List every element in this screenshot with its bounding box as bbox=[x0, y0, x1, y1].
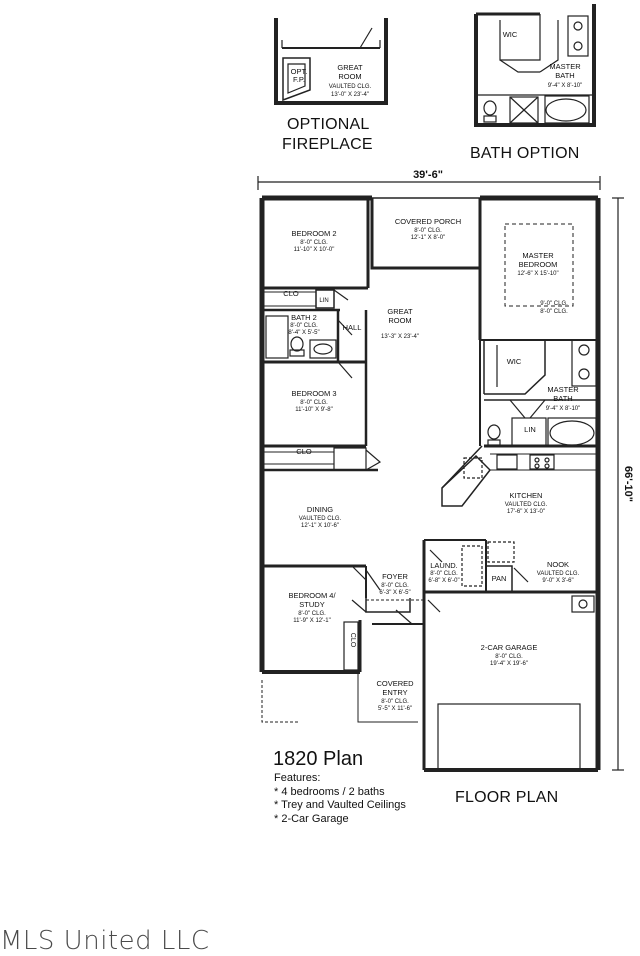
lin-label-1: LIN bbox=[319, 298, 328, 304]
dining-name: DINING bbox=[307, 505, 333, 514]
features-list: Features: * 4 bedrooms / 2 baths * Trey … bbox=[274, 772, 406, 826]
fp-great-room-name-2: ROOM bbox=[338, 72, 361, 81]
foyer-name: FOYER bbox=[382, 572, 408, 581]
pan-label: PAN bbox=[492, 574, 507, 583]
master-bedroom-ceiling-1: 9'-0" CLG. bbox=[540, 301, 568, 307]
inset-master-bath-name-2: BATH bbox=[555, 71, 574, 80]
covered-entry-name-2: ENTRY bbox=[382, 688, 407, 697]
clo-label-2: CLO bbox=[296, 447, 312, 456]
laund-size: 6'-8" X 6'-0" bbox=[428, 578, 459, 584]
width-dimension-label: 39'-6" bbox=[413, 169, 443, 181]
width-dimension bbox=[257, 176, 601, 190]
kitchen-ceiling: VAULTED CLG. bbox=[505, 502, 548, 508]
bedroom2-size: 11'-10" X 10'-0" bbox=[294, 247, 335, 253]
optional-fireplace-title-1: OPTIONAL bbox=[287, 116, 370, 133]
bath2-ceiling: 8'-0" CLG. bbox=[290, 323, 318, 329]
bath-option-inset bbox=[474, 4, 596, 127]
inset-master-bath-name-1: MASTER bbox=[549, 62, 581, 71]
features-heading: Features: bbox=[274, 772, 321, 784]
fp-great-room-ceiling: VAULTED CLG. bbox=[329, 84, 372, 90]
bath2-name: BATH 2 bbox=[291, 313, 317, 322]
kitchen-size: 17'-6" X 13'-0" bbox=[507, 509, 545, 515]
bath-option-title: BATH OPTION bbox=[470, 145, 580, 162]
great-room-size: 13'-3" X 23'-4" bbox=[381, 334, 419, 340]
bedroom3-size: 11'-10" X 9'-8" bbox=[295, 407, 332, 413]
feature-item: * Trey and Vaulted Ceilings bbox=[274, 799, 406, 811]
depth-dimension bbox=[612, 197, 624, 771]
dining-ceiling: VAULTED CLG. bbox=[299, 516, 342, 522]
inset-wic-label: WIC bbox=[503, 30, 518, 39]
garage-ceiling: 8'-0" CLG. bbox=[495, 654, 523, 660]
depth-dimension-label: 66'-10" bbox=[622, 466, 634, 502]
floor-plan-walls bbox=[259, 195, 601, 772]
bedroom4-size: 11'-9" X 12'-1" bbox=[293, 618, 330, 624]
bedroom4-name-1: BEDROOM 4/ bbox=[288, 591, 336, 600]
feature-item: * 4 bedrooms / 2 baths bbox=[274, 785, 385, 798]
covered-entry-name-1: COVERED bbox=[376, 679, 414, 688]
covered-entry-ceiling: 8'-0" CLG. bbox=[381, 699, 409, 705]
bath2-size: 8'-4" X 5'-5" bbox=[288, 330, 319, 336]
kitchen-name: KITCHEN bbox=[510, 491, 543, 500]
great-room-name-1: GREAT bbox=[387, 307, 413, 316]
fp-great-room-name-1: GREAT bbox=[337, 63, 363, 72]
bedroom4-name-2: STUDY bbox=[299, 600, 324, 609]
nook-ceiling: VAULTED CLG. bbox=[537, 571, 580, 577]
clo-label-3: CLO bbox=[349, 633, 356, 648]
covered-entry-size: 5'-5" X 11'-6" bbox=[378, 706, 412, 712]
covered-porch-name: COVERED PORCH bbox=[395, 217, 461, 226]
great-room-name-2: ROOM bbox=[388, 316, 411, 325]
inset-master-bath-size: 9'-4" X 8'-10" bbox=[548, 83, 583, 89]
lin-label-2: LIN bbox=[524, 425, 536, 434]
floor-plan-label: FLOOR PLAN bbox=[455, 789, 559, 806]
bedroom4-ceiling: 8'-0" CLG. bbox=[298, 611, 326, 617]
foyer-size: 6'-3" X 6'-5" bbox=[379, 590, 410, 596]
master-wic-label: WIC bbox=[507, 357, 522, 366]
master-bedroom-size: 12'-6" X 15'-10" bbox=[517, 271, 558, 277]
optional-fireplace-inset bbox=[274, 18, 388, 105]
bedroom3-name: BEDROOM 3 bbox=[291, 389, 336, 398]
fp-great-room-size: 13'-0" X 23'-4" bbox=[331, 92, 369, 98]
bedroom2-name: BEDROOM 2 bbox=[291, 229, 336, 238]
bedroom2-ceiling: 8'-0" CLG. bbox=[300, 240, 328, 246]
laund-ceiling: 8'-0" CLG. bbox=[430, 571, 458, 577]
master-bath-name-1: MASTER bbox=[547, 385, 579, 394]
garage-name: 2-CAR GARAGE bbox=[481, 643, 538, 652]
foyer-ceiling: 8'-0" CLG. bbox=[381, 583, 409, 589]
watermark: MLS United LLC bbox=[0, 926, 210, 956]
dining-size: 12'-1" X 10'-6" bbox=[301, 523, 339, 529]
covered-porch-ceiling: 8'-0" CLG. bbox=[414, 228, 442, 234]
master-bedroom-name-2: BEDROOM bbox=[519, 260, 558, 269]
laund-name: LAUND. bbox=[430, 561, 458, 570]
garage-size: 19'-4" X 19'-6" bbox=[490, 661, 528, 667]
nook-name: NOOK bbox=[547, 560, 569, 569]
master-bath-name-2: BATH bbox=[553, 394, 572, 403]
bedroom3-ceiling: 8'-0" CLG. bbox=[300, 400, 328, 406]
master-bedroom-name-1: MASTER bbox=[522, 251, 554, 260]
opt-fp-label-2: F.P. bbox=[293, 75, 305, 84]
clo-label-1: CLO bbox=[283, 289, 299, 298]
covered-porch-size: 12'-1" X 8'-0" bbox=[411, 235, 446, 241]
master-bedroom-ceiling-2: 8'-0" CLG. bbox=[540, 309, 568, 315]
optional-fireplace-title-2: FIREPLACE bbox=[282, 136, 373, 153]
opt-fp-label-1: OPT. bbox=[291, 67, 308, 76]
nook-size: 9'-0" X 3'-6" bbox=[542, 578, 573, 584]
master-bath-size: 9'-4" X 8'-10" bbox=[546, 406, 581, 412]
plan-title: 1820 Plan bbox=[273, 748, 364, 770]
hall-label: HALL bbox=[343, 323, 362, 332]
feature-item: * 2-Car Garage bbox=[274, 812, 349, 825]
